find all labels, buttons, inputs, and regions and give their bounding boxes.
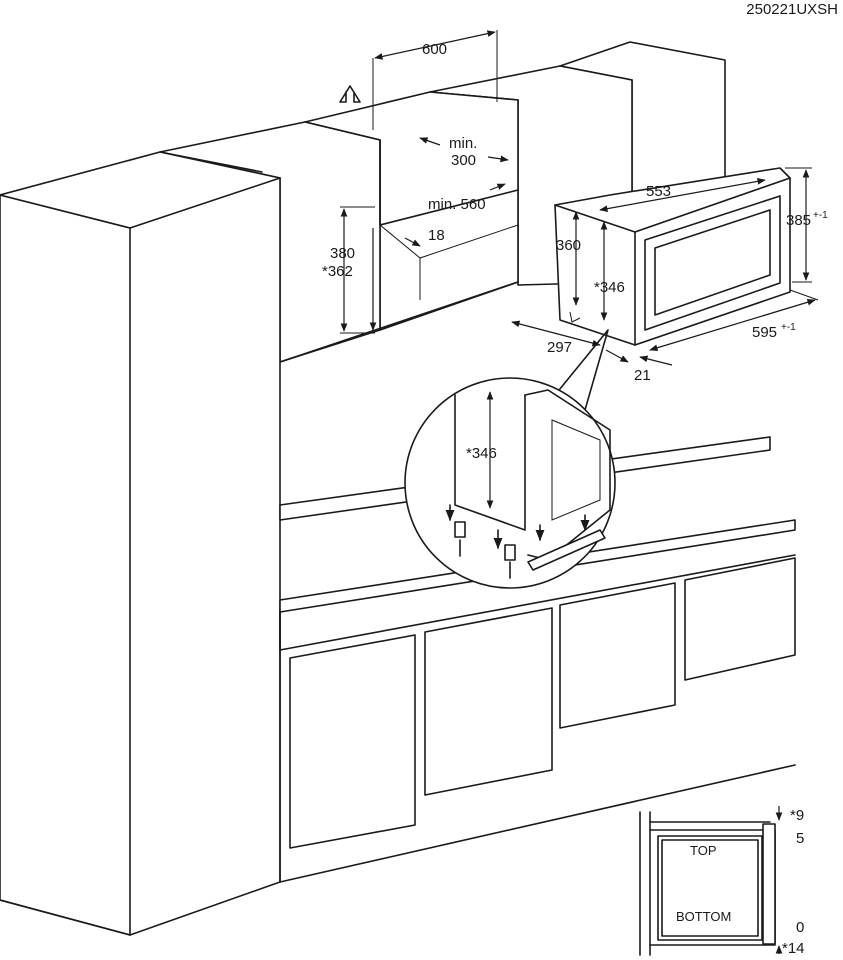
frame-height-label: 385 <box>786 212 811 229</box>
appliance-height-alt-label: *346 <box>594 279 625 296</box>
worktop-and-base-cabinets <box>279 362 796 883</box>
side-section-detail: TOP BOTTOM *9 5 0 *14 <box>639 806 805 957</box>
appliance-depth-label: 297 <box>547 339 572 356</box>
detail-height-label: *346 <box>466 445 497 462</box>
top-label: TOP <box>690 843 717 858</box>
gap-label: 18 <box>428 227 445 244</box>
min-depth-value: 300 <box>451 152 476 169</box>
min-depth-label: min. <box>449 135 477 152</box>
tall-cabinet <box>0 151 281 936</box>
appliance-height-inner-label: 360 <box>556 237 581 254</box>
frame-offset-label: 21 <box>634 367 651 384</box>
frame-width-tolerance: +-1 <box>781 322 796 333</box>
bottom-label: BOTTOM <box>676 909 731 924</box>
niche-dimensions: 600 min. 300 min. 560 18 380 *362 <box>322 30 509 334</box>
top-offset-label: 5 <box>796 830 804 847</box>
appliance-depth-inner-label: 553 <box>646 183 671 200</box>
bottom-offset-label: 0 <box>796 919 804 936</box>
appliance-dimensions: 553 360 *346 385 +-1 297 595 +-1 21 <box>511 167 828 384</box>
frame-height-tolerance: +-1 <box>813 210 828 221</box>
detail-zoom: *346 <box>404 329 616 589</box>
niche-height-label: 380 <box>330 245 355 262</box>
niche-height-alt-label: *362 <box>322 263 353 280</box>
bottom-offset-alt-label: *14 <box>782 940 805 957</box>
drawing-code: 250221UXSH <box>746 1 838 18</box>
top-offset-alt-label: *9 <box>790 807 804 824</box>
frame-width-label: 595 <box>752 324 777 341</box>
niche-width-label: 600 <box>422 41 447 58</box>
min-width-label: min. 560 <box>428 196 486 213</box>
